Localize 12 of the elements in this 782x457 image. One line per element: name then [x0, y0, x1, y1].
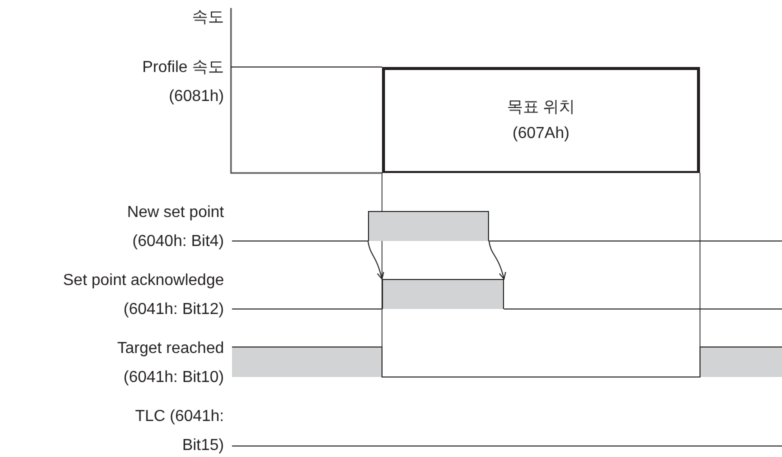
- signal-label: TLC (6041h: Bit15): [134, 407, 224, 456]
- signal-label: Target reached (6041h: Bit10): [116, 339, 224, 388]
- arrow: [368, 240, 384, 280]
- axis-label: 속도: [191, 8, 224, 28]
- signal-label: Profile 속도 (6081h): [141, 58, 224, 107]
- signal-label: Set point acknowledge (6041h: Bit12): [62, 271, 224, 320]
- signal-pulse: [368, 211, 489, 241]
- signal-pulse: [382, 279, 504, 309]
- pulse-label: 목표 위치 (607Ah): [506, 98, 576, 144]
- arrow: [488, 240, 506, 280]
- signal-label: New set point (6040h: Bit4): [126, 203, 224, 252]
- target-position-pulse: [382, 67, 700, 173]
